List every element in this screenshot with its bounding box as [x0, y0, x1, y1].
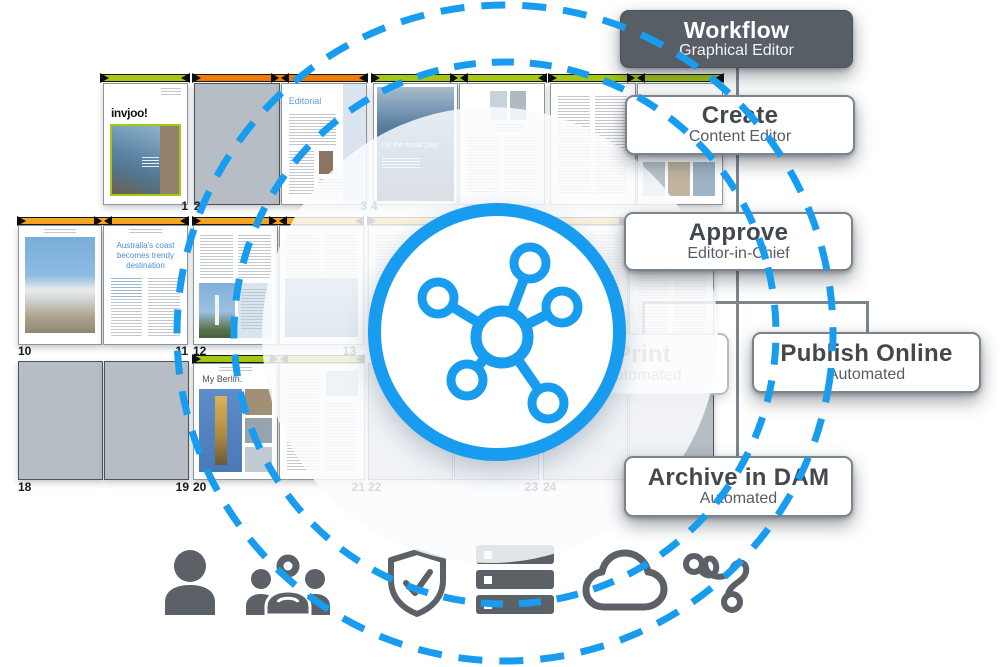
thumb-photo — [643, 162, 665, 196]
spread-bar — [192, 73, 368, 83]
connector-line — [642, 301, 645, 335]
cover-masthead-text — [161, 88, 181, 96]
cloud-icon — [582, 549, 668, 611]
bridge-photo — [284, 277, 358, 337]
hamburg-caption: Let the music play. — [381, 141, 440, 149]
page-number: 22 — [368, 480, 382, 494]
connector-line — [736, 154, 739, 214]
page-number: 10 — [18, 344, 32, 358]
australia-headline: Australia's coast becomes trendy destina… — [116, 241, 175, 270]
workflow-title: Workflow — [683, 16, 790, 43]
thumb-photo — [326, 370, 359, 397]
step-title: Publish Online — [780, 339, 953, 367]
step-approve[interactable]: Approve Editor-in-Chief — [624, 212, 853, 271]
portrait-photo — [490, 91, 508, 120]
thumb-photo — [245, 418, 272, 444]
shield-check-icon — [388, 549, 446, 617]
connector-line — [642, 301, 868, 304]
thumb-photo — [693, 162, 716, 196]
network-hub-icon — [417, 242, 583, 424]
server-icon — [476, 545, 554, 614]
page-blank[interactable] — [104, 361, 189, 480]
page-number: 19 — [175, 480, 189, 494]
spread-bar — [192, 354, 365, 364]
page-number: 20 — [193, 480, 207, 494]
page-editorial[interactable]: Editorial — [281, 83, 367, 205]
step-publish-online[interactable]: Publish Online Automated — [752, 332, 981, 393]
spread-bar — [100, 73, 190, 83]
step-subtitle: Editor-in-Chief — [687, 244, 790, 262]
info-box — [237, 282, 272, 339]
route-icon — [683, 553, 750, 613]
page-australia-headline[interactable]: Australia's coast becomes trendy destina… — [103, 225, 188, 345]
page-berlin-article[interactable] — [279, 363, 365, 480]
page-number: 4 — [371, 199, 378, 213]
step-archive-in-dam[interactable]: Archive in DAM Automated — [624, 456, 853, 517]
page-harbour-bridge[interactable] — [279, 225, 364, 345]
editorial-heading: Editorial — [288, 96, 322, 106]
page-number: 24 — [543, 480, 557, 494]
page-blank[interactable] — [18, 361, 103, 480]
editorial-portrait-photo — [318, 151, 334, 174]
connector-line — [736, 67, 739, 97]
spread-bar — [371, 73, 547, 83]
page-sydney-photo[interactable] — [18, 225, 102, 345]
spread-bar — [17, 216, 189, 226]
cover-logo: invjoo! — [111, 106, 148, 120]
page-blank[interactable] — [194, 83, 280, 205]
user-icon — [165, 550, 215, 615]
thumb-photo — [245, 389, 272, 415]
page-number: 1 — [181, 199, 188, 213]
step-title: Archive in DAM — [647, 463, 830, 491]
page-number: 2 — [194, 199, 201, 213]
step-title: Approve — [688, 218, 789, 246]
page-article[interactable] — [550, 83, 636, 205]
page-number: 23 — [524, 480, 538, 494]
page-cover[interactable]: invjoo! — [103, 83, 188, 205]
step-subtitle: Automated — [827, 365, 906, 383]
spread-bar — [548, 73, 724, 83]
page-lighthouse[interactable] — [193, 225, 278, 345]
portrait-photo — [509, 91, 527, 120]
network-hub-badge — [368, 203, 626, 461]
cover-photo — [110, 124, 181, 196]
page-number: 18 — [18, 480, 32, 494]
workflow-header: Workflow Graphical Editor — [620, 10, 853, 68]
step-title: Create — [701, 102, 779, 130]
connector-line — [866, 301, 869, 334]
step-create[interactable]: Create Content Editor — [625, 95, 855, 155]
team-icon — [246, 551, 330, 615]
page-hamburg-photo[interactable]: Let the music play. — [373, 83, 458, 205]
thumb-photo — [245, 446, 272, 473]
connector-line — [736, 269, 739, 459]
workflow-subtitle: Graphical Editor — [679, 41, 794, 59]
lighthouse-photo — [198, 282, 235, 339]
berlin-headline: My Berlin. — [202, 374, 243, 385]
page-interview[interactable] — [459, 83, 545, 205]
page-berlin[interactable]: My Berlin. — [193, 363, 278, 480]
page-number: 21 — [351, 480, 365, 494]
thumb-photo — [668, 162, 691, 196]
victory-column-photo — [198, 389, 243, 473]
page-number: 3 — [360, 199, 367, 213]
spread-bar — [192, 216, 364, 226]
step-subtitle: Content Editor — [688, 128, 792, 146]
step-subtitle: Automated — [699, 489, 778, 507]
page-number: 11 — [175, 344, 188, 358]
